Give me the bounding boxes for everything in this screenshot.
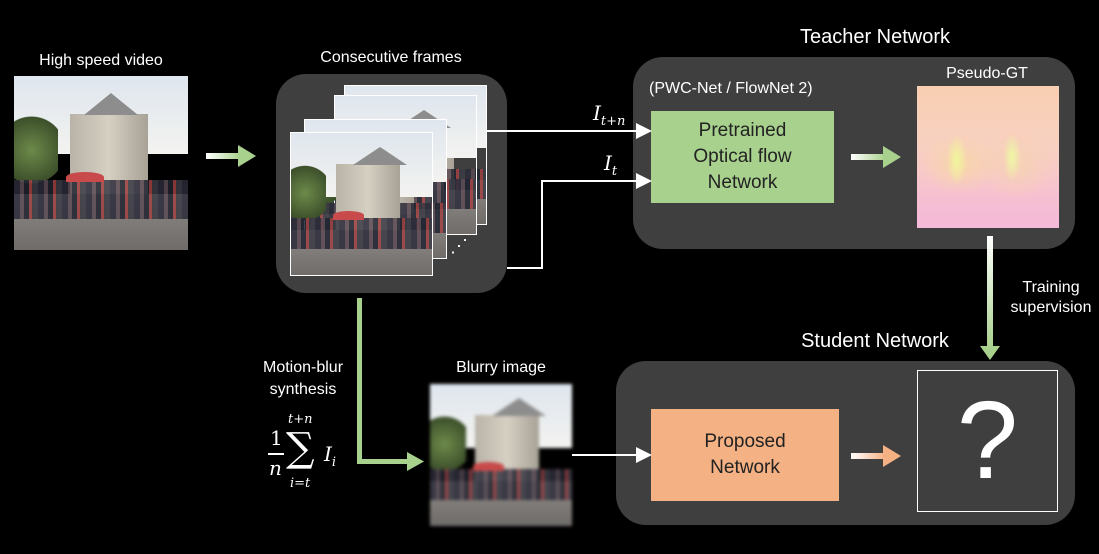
formula-term: Ii	[324, 442, 337, 470]
motion-blur-label-line2: synthesis	[269, 381, 337, 398]
more-frames-ellipsis: ⋰	[450, 236, 468, 256]
training-label-line2: supervision	[1010, 299, 1092, 316]
i-t-label: It	[604, 151, 618, 179]
formula-sum-bottom: i=t	[290, 476, 311, 491]
student-network-title: Student Network	[801, 330, 949, 352]
motion-blur-synthesis-arrow	[357, 298, 424, 471]
high-speed-video-image	[14, 76, 188, 250]
question-mark: ?	[956, 379, 1019, 502]
frame-image-front	[290, 132, 433, 276]
pretrained-box-label: Pretrained Optical flow Network	[693, 120, 792, 193]
pretrained-optical-flow-box: Pretrained Optical flow Network	[651, 111, 834, 203]
pseudo-gt-label: Pseudo-GT	[946, 65, 1028, 82]
unknown-output-box: ?	[917, 370, 1058, 512]
pseudo-gt-flow-image	[917, 86, 1059, 228]
proposed-to-output-arrow	[851, 445, 901, 467]
video-to-frames-arrow	[206, 145, 256, 167]
teacher-network-title: Teacher Network	[799, 26, 951, 48]
frame-to-flow-arrow-t	[507, 173, 652, 269]
training-supervision-arrow	[980, 236, 1000, 360]
training-label-line1: Training	[1022, 279, 1080, 296]
formula-fraction-numerator: 1	[270, 426, 283, 450]
consecutive-frames-label: Consecutive frames	[320, 49, 462, 66]
formula-sum-symbol: ∑	[286, 425, 315, 471]
proposed-network-box: Proposed Network	[651, 409, 839, 501]
formula-sum-top: t+n	[288, 412, 313, 427]
formula-fraction-bar	[268, 453, 284, 455]
high-speed-video-label: High speed video	[39, 52, 163, 69]
proposed-box-label: Proposed Network	[704, 431, 786, 478]
formula-fraction-denominator: n	[269, 456, 282, 480]
flow-to-pseudo-gt-arrow	[851, 146, 901, 168]
i-t-plus-n-label: It+n	[593, 101, 626, 129]
pwc-flownet-label: (PWC-Net / FlowNet 2)	[649, 80, 813, 97]
blurry-image-label: Blurry image	[456, 359, 546, 376]
motion-blur-label-line1: Motion-blur	[262, 359, 344, 376]
blurry-image	[430, 384, 572, 526]
blur-formula: 1 n t+n ∑ i=t Ii	[266, 412, 366, 500]
